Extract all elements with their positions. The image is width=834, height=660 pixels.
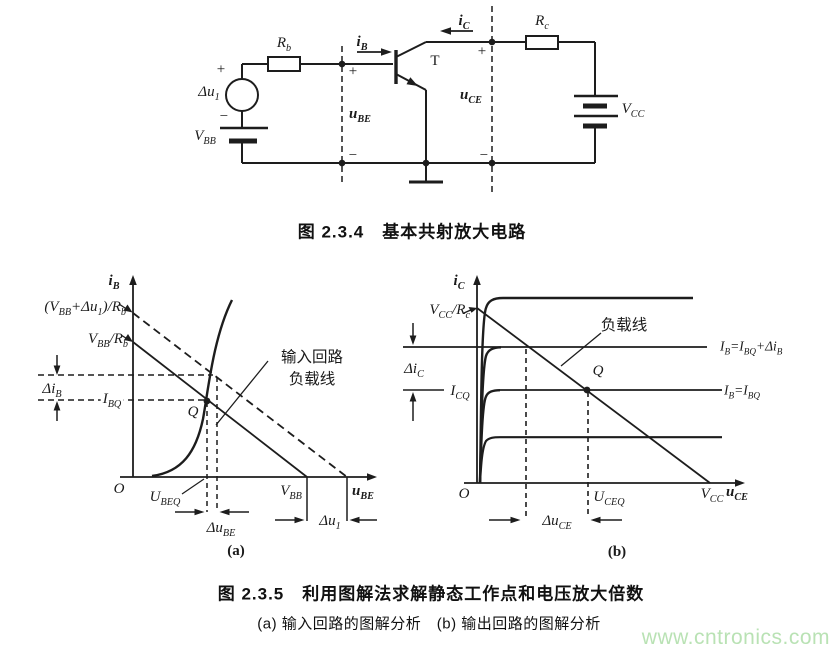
figure1-caption: 图 2.3.4 基本共射放大电路: [297, 222, 527, 242]
a-x-axis-label: uBE: [352, 482, 374, 502]
b-q-point: [583, 386, 591, 394]
b-loadline: [476, 307, 711, 484]
a-annotation-line2: 负载线: [288, 371, 336, 388]
b-subfigure-tag: (b): [607, 543, 627, 560]
ic-arrowhead: [440, 27, 451, 35]
node-dot: [422, 159, 430, 167]
b-uceq-label: UCEQ: [593, 488, 625, 508]
b-pointer-head: [468, 307, 478, 313]
a-annotation-line1: 输入回路: [280, 349, 344, 366]
plus-sign-base: +: [348, 63, 358, 80]
b-icq-label: ICQ: [448, 382, 472, 402]
a-delta-ib-label: ΔiB: [42, 380, 62, 400]
graph-a-fills: [53, 275, 377, 524]
b-intercept-label: VCC/Rc: [429, 301, 470, 321]
b-duce-head-right: [510, 516, 521, 524]
minus-sign-base: −: [348, 147, 358, 164]
b-y-axis-label: iC: [453, 272, 465, 292]
label-transistor-t: T: [430, 52, 440, 69]
figure2-caption: 图 2.3.5 利用图解法求解静态工作点和电压放大倍数: [217, 584, 645, 604]
b-curve-mid-label: IB=IBQ: [724, 382, 760, 401]
label-vcc: VCC: [621, 100, 645, 120]
circuit-diagram: [220, 6, 618, 196]
label-uce: uCE: [460, 86, 482, 106]
label-rb: Rb: [276, 34, 292, 54]
watermark: www.cntronics.com: [641, 626, 830, 649]
a-loadline-annotation: 输入回路 负载线: [281, 345, 343, 389]
b-x-axis-label: uCE: [726, 483, 748, 503]
a-dube-head-left: [219, 508, 230, 516]
plus-sign-source: +: [216, 61, 226, 78]
transistor-collector: [395, 41, 427, 58]
node-dot: [488, 159, 496, 167]
a-pointer-head-top: [123, 304, 133, 313]
graph-b-fills: [409, 275, 745, 524]
a-annotation-leader: [215, 360, 269, 426]
b-loadline-label: 负载线: [600, 317, 648, 334]
a-dube-head-right: [194, 508, 205, 516]
b-dic-head-up: [409, 392, 417, 402]
b-x-arrowhead: [735, 479, 745, 487]
a-ubeq-leader: [181, 478, 205, 495]
resistor-rb: [267, 56, 301, 72]
b-q-label: Q: [592, 362, 604, 379]
signal-source: [225, 78, 259, 112]
a-y-axis-label: iB: [108, 272, 120, 292]
a-y-arrowhead: [129, 275, 137, 285]
a-origin-label: O: [113, 480, 125, 497]
a-q-label: Q: [187, 403, 199, 420]
minus-sign-source: −: [219, 108, 229, 125]
resistor-rc: [525, 35, 559, 50]
a-du1-head-left: [349, 516, 360, 524]
a-dube-label: ΔuBE: [204, 519, 238, 539]
label-delta-u1: Δu1: [198, 83, 220, 103]
circuit-fills: [338, 27, 496, 167]
a-dib-head-down: [53, 365, 61, 375]
a-pointer-head-mid: [124, 334, 133, 342]
a-input-characteristic-curve: [151, 299, 234, 478]
b-delta-ic-label: ΔiC: [404, 360, 424, 380]
a-intercept-top-label: (VBB+Δu1)/Rb: [44, 298, 126, 318]
b-curve-bottom: [478, 436, 722, 484]
label-vbb: VBB: [194, 127, 216, 147]
b-y-arrowhead: [473, 275, 481, 285]
plus-sign-collector: +: [477, 43, 487, 60]
label-rc: Rc: [535, 12, 549, 32]
figure2-subcaption: (a) 输入回路的图解分析 (b) 输出回路的图解分析: [257, 615, 601, 633]
label-ib-current: iB: [356, 33, 368, 53]
a-q-point: [203, 397, 211, 405]
circuit-wires: [241, 41, 596, 181]
a-du1-label: Δu1: [317, 512, 343, 532]
a-du1-head-right: [294, 516, 305, 524]
b-curve-top-label: IB=IBQ+ΔiB: [720, 338, 783, 357]
b-loadline-leader: [560, 332, 602, 367]
emitter-arrowhead: [406, 77, 418, 86]
label-ube: uBE: [349, 105, 371, 125]
a-subfigure-tag: (a): [227, 542, 245, 559]
b-vcc-tick-label: VCC: [700, 485, 724, 505]
a-ibq-label: IBQ: [100, 390, 124, 410]
node-dot: [338, 60, 346, 68]
node-dot: [488, 38, 496, 46]
b-dic-head-down: [409, 335, 417, 345]
ib-arrowhead: [381, 48, 392, 56]
a-dib-head-up: [53, 401, 61, 411]
b-curve-3-rise: [478, 389, 501, 484]
b-origin-label: O: [458, 485, 470, 502]
a-ubeq-label: UBEQ: [149, 488, 181, 508]
graph-b: [403, 281, 739, 521]
a-x-arrowhead: [367, 473, 377, 481]
a-intercept-mid-label: VBB/Rb: [87, 330, 128, 350]
b-duce-label: ΔuCE: [540, 512, 574, 532]
minus-sign-collector: −: [479, 147, 489, 164]
a-vbb-tick-label: VBB: [280, 482, 302, 502]
b-duce-head-left: [590, 516, 601, 524]
label-ic-current: iC: [458, 12, 470, 32]
node-dot: [338, 159, 346, 167]
a-loadline-solid: [132, 341, 308, 478]
